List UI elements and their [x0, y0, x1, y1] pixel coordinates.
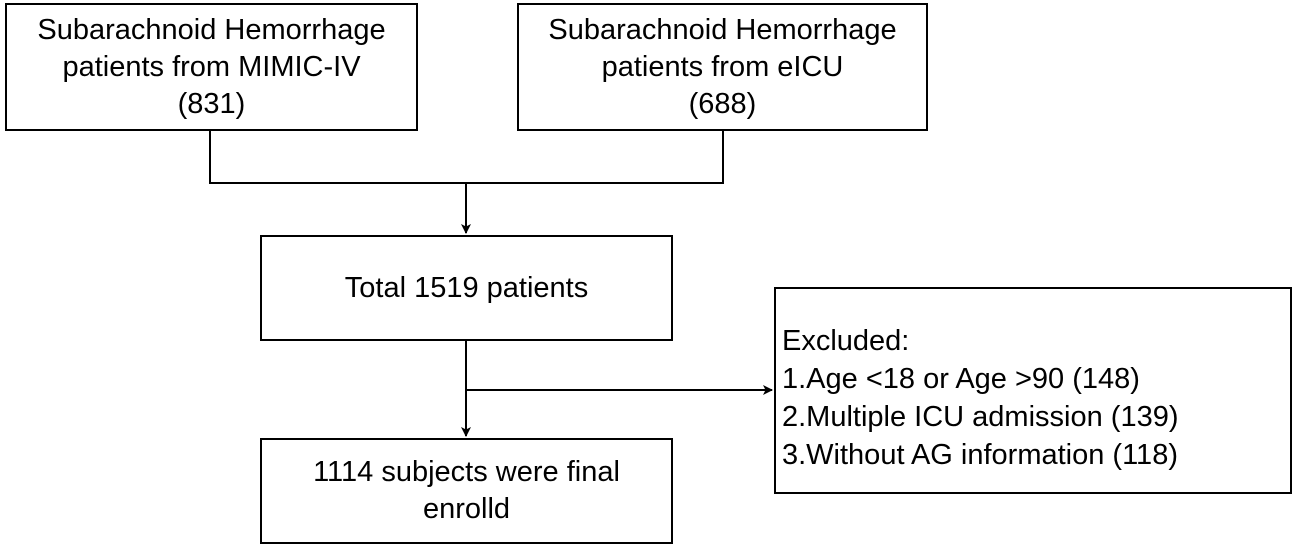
- final-line-1: 1114 subjects were final: [313, 456, 620, 488]
- excluded-criterion-no-ag: 3.Without AG information (118): [782, 438, 1178, 471]
- final-enrolled-box: 1114 subjects were final enrolld: [260, 438, 673, 544]
- total-patients-box: Total 1519 patients: [260, 235, 673, 341]
- mimic-line-1: Subarachnoid Hemorrhage: [37, 13, 386, 46]
- eicu-line-1: Subarachnoid Hemorrhage: [548, 13, 897, 46]
- merge-connector: [209, 131, 724, 184]
- eicu-line-2: patients from eICU: [601, 50, 844, 83]
- mimic-count: (831): [177, 87, 246, 120]
- total-patients-label: Total 1519 patients: [344, 271, 589, 304]
- eicu-count: (688): [688, 87, 757, 120]
- excluded-criterion-age: 1.Age <18 or Age >90 (148): [782, 362, 1140, 395]
- final-line-2: enrolld: [422, 493, 511, 525]
- excluded-box: Excluded: 1.Age <18 or Age >90 (148) 2.M…: [774, 287, 1292, 494]
- mimic-line-2: patients from MIMIC-IV: [62, 50, 361, 83]
- mimic-source-box: Subarachnoid Hemorrhage patients from MI…: [5, 3, 418, 131]
- excluded-heading: Excluded:: [782, 324, 910, 357]
- eicu-source-box: Subarachnoid Hemorrhage patients from eI…: [517, 3, 928, 131]
- excluded-criterion-multiple-icu: 2.Multiple ICU admission (139): [782, 400, 1179, 433]
